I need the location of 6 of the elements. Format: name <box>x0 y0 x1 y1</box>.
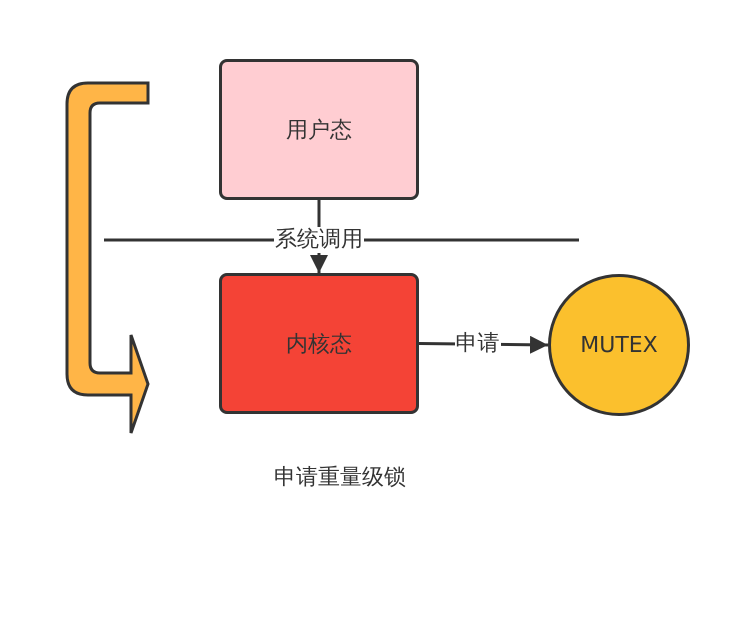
edge-label: 系统调用 <box>274 227 364 253</box>
node-label: 用户态 <box>286 116 352 144</box>
state-box <box>219 59 419 200</box>
node-label: MUTEX <box>580 332 658 358</box>
node-label: 内核态 <box>286 330 352 358</box>
state-box <box>219 273 419 414</box>
